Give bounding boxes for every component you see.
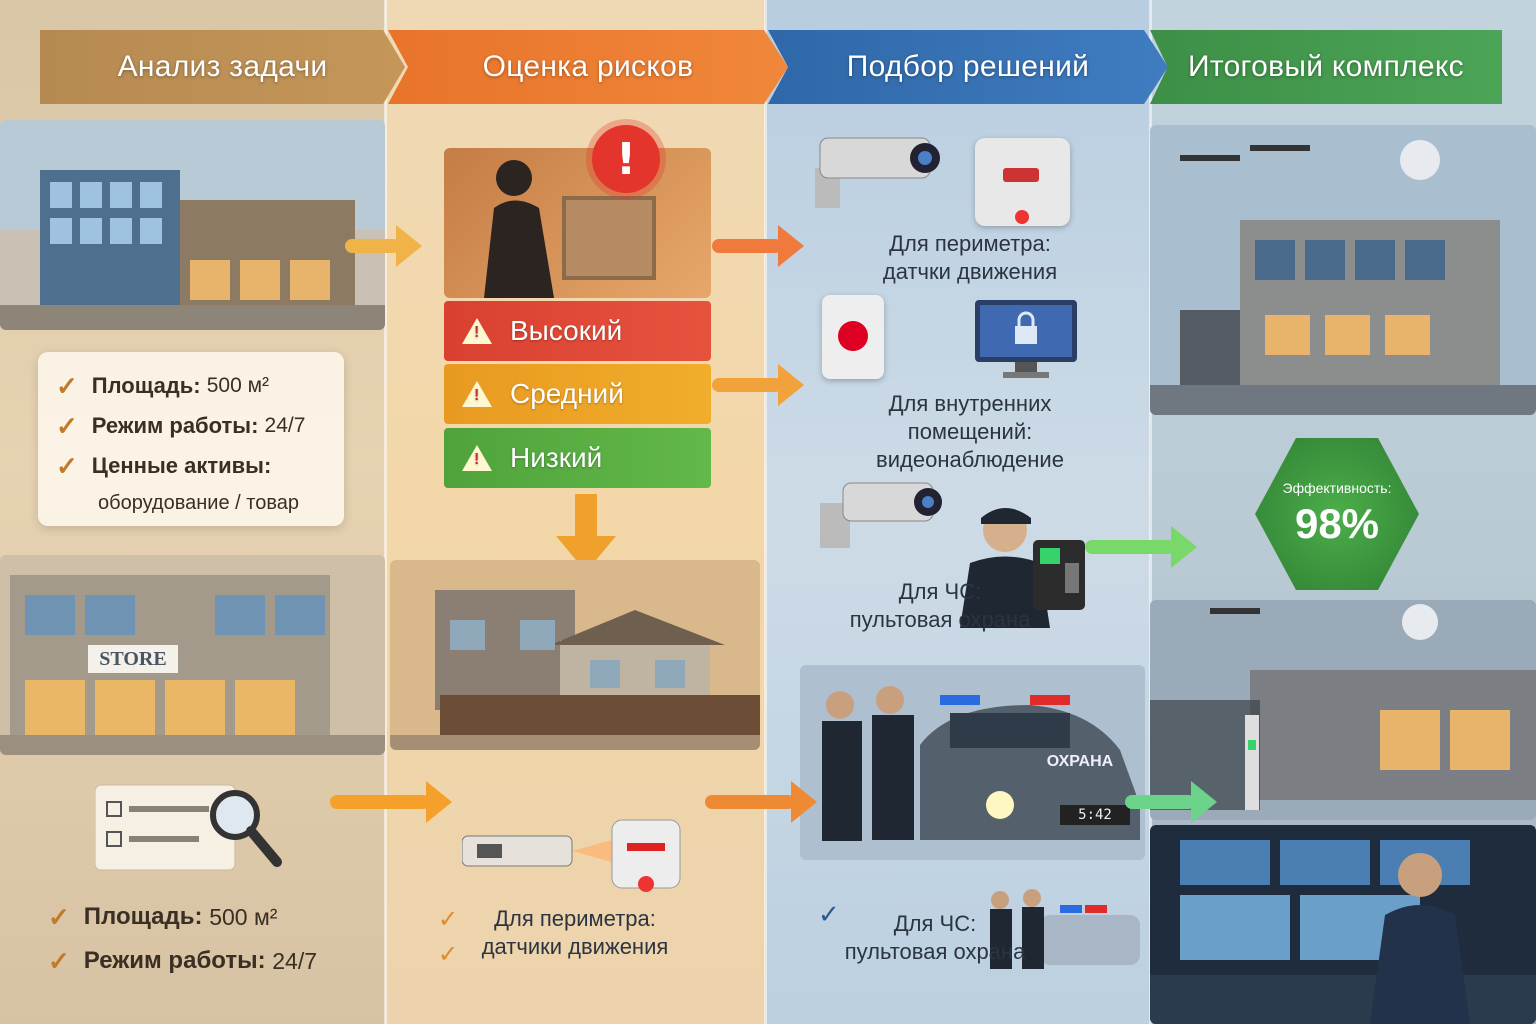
label-line: видеонаблюдение <box>876 447 1064 472</box>
solution-emergency-label: Для ЧС: пультовая охрана <box>820 578 1060 634</box>
store-illustration: STORE <box>0 555 385 755</box>
label-line: датчки движения <box>882 259 1058 284</box>
checkmark-icon: ✓ <box>56 410 78 441</box>
risk-level-low: Низкий <box>444 428 711 488</box>
checkmark-icon: ✓ <box>56 450 78 481</box>
schedule-label: Режим работы: <box>91 413 259 438</box>
header-solutions: Подбор решений <box>768 30 1168 104</box>
checklist-row: ✓ Площадь: 500 м² <box>48 895 317 939</box>
guard-illustration <box>945 488 1095 632</box>
efficiency-badge: Эффективность: 98% <box>1255 438 1419 590</box>
checkmark-icon: ✓ <box>48 945 70 976</box>
control-room-illustration <box>1150 825 1536 1024</box>
risk-label: Низкий <box>510 442 603 473</box>
secured-office-illustration <box>1150 125 1536 415</box>
checklist-row: ✓ Площадь: 500 м² <box>56 366 326 406</box>
label-line: пультовая охрана <box>844 939 1026 964</box>
warning-icon <box>462 318 492 344</box>
alarm-button-icon <box>822 295 884 379</box>
solution-indoor-label: Для внутренних помещений: видеонаблюдени… <box>820 390 1120 474</box>
warning-icon <box>462 445 492 471</box>
efficiency-label: Эффективность: <box>1282 480 1392 496</box>
flow-arrow-icon <box>712 364 804 406</box>
label-line: Для внутренних <box>888 391 1052 416</box>
area-value: 500 м² <box>206 374 270 397</box>
security-camera-icon <box>818 478 948 557</box>
flow-arrow-icon <box>345 225 422 267</box>
analysis-checklist-card: ✓ Площадь: 500 м² ✓ Режим работы: 24/7 ✓… <box>38 352 344 526</box>
header-analysis: Анализ задачи <box>40 30 405 104</box>
checkmark-icon: ✓ <box>438 905 459 933</box>
solution-perimeter-label: Для периметра: датчки движения <box>820 230 1120 286</box>
risk-label: Средний <box>510 378 624 409</box>
checkmark-icon: ✓ <box>56 370 78 401</box>
label-line: датчики движения <box>481 934 669 959</box>
efficiency-value: 98% <box>1294 500 1380 547</box>
column-divider <box>1149 0 1152 1024</box>
alert-icon: ! <box>592 125 660 193</box>
checkmark-icon: ✓ <box>48 901 70 932</box>
area-label: Площадь: <box>91 373 201 398</box>
flow-arrow-icon <box>1085 526 1197 568</box>
label-line: Для периметра: <box>494 906 656 931</box>
store-sign: STORE <box>99 647 167 670</box>
checklist-row: ✓ Режим работы: 24/7 <box>48 939 317 983</box>
patrol-car-illustration: ОХРАНА 5:42 <box>800 665 1145 860</box>
column-divider <box>384 0 387 1024</box>
license-plate-text: 5:42 <box>1078 807 1112 823</box>
motion-sensor-icon <box>461 818 687 893</box>
locked-monitor-icon <box>975 300 1077 384</box>
schedule-value: 24/7 <box>264 414 306 437</box>
label-line: Для ЧС: <box>893 911 977 936</box>
schedule-label: Режим работы: <box>83 947 266 974</box>
flow-arrow-icon <box>712 225 804 267</box>
motion-sensor-icon <box>975 138 1070 226</box>
warning-icon <box>462 381 492 407</box>
assets-value: оборудование / товар <box>98 491 299 514</box>
schedule-value: 24/7 <box>272 947 318 974</box>
risk-level-medium: Средний <box>444 364 711 424</box>
intruder-illustration <box>444 148 711 298</box>
flow-arrow-icon <box>705 781 817 823</box>
column-divider <box>764 0 767 1024</box>
office-building-illustration <box>0 120 385 330</box>
flow-arrow-icon <box>330 781 452 823</box>
flow-arrow-icon <box>1125 781 1217 823</box>
area-label: Площадь: <box>83 903 203 930</box>
label-line: Для ЧС: <box>898 579 982 604</box>
risk-level-high: Высокий <box>444 301 711 361</box>
patrol-team-illustration <box>980 880 1145 984</box>
security-camera-icon <box>810 128 960 217</box>
bottom-checklist: ✓ Площадь: 500 м² ✓ Режим работы: 24/7 <box>48 895 317 983</box>
checkmark-icon: ✓ <box>438 940 459 968</box>
risk-label: Высокий <box>510 315 623 346</box>
clipboard-search-icon <box>94 780 285 875</box>
header-result: Итоговый комплекс <box>1150 30 1502 104</box>
house-illustration <box>390 560 760 750</box>
solution-bottom-label: Для ЧС: пультовая охрана <box>820 910 1050 966</box>
checklist-row: ✓ Ценные активы: <box>56 446 326 486</box>
label-line: Для периметра: <box>889 231 1051 256</box>
down-arrow-icon <box>556 494 616 576</box>
assets-label: Ценные активы: <box>91 453 272 478</box>
car-door-text: ОХРАНА <box>1046 753 1114 770</box>
risk-perimeter-label: Для периметра: датчики движения <box>435 905 715 961</box>
checkmark-icon: ✓ <box>818 900 840 930</box>
checklist-row: ✓ Режим работы: 24/7 <box>56 406 326 446</box>
label-line: помещений: <box>907 419 1033 444</box>
label-line: пультовая охрана <box>849 607 1031 632</box>
header-risks: Оценка рисков <box>388 30 788 104</box>
area-value: 500 м² <box>209 903 278 930</box>
